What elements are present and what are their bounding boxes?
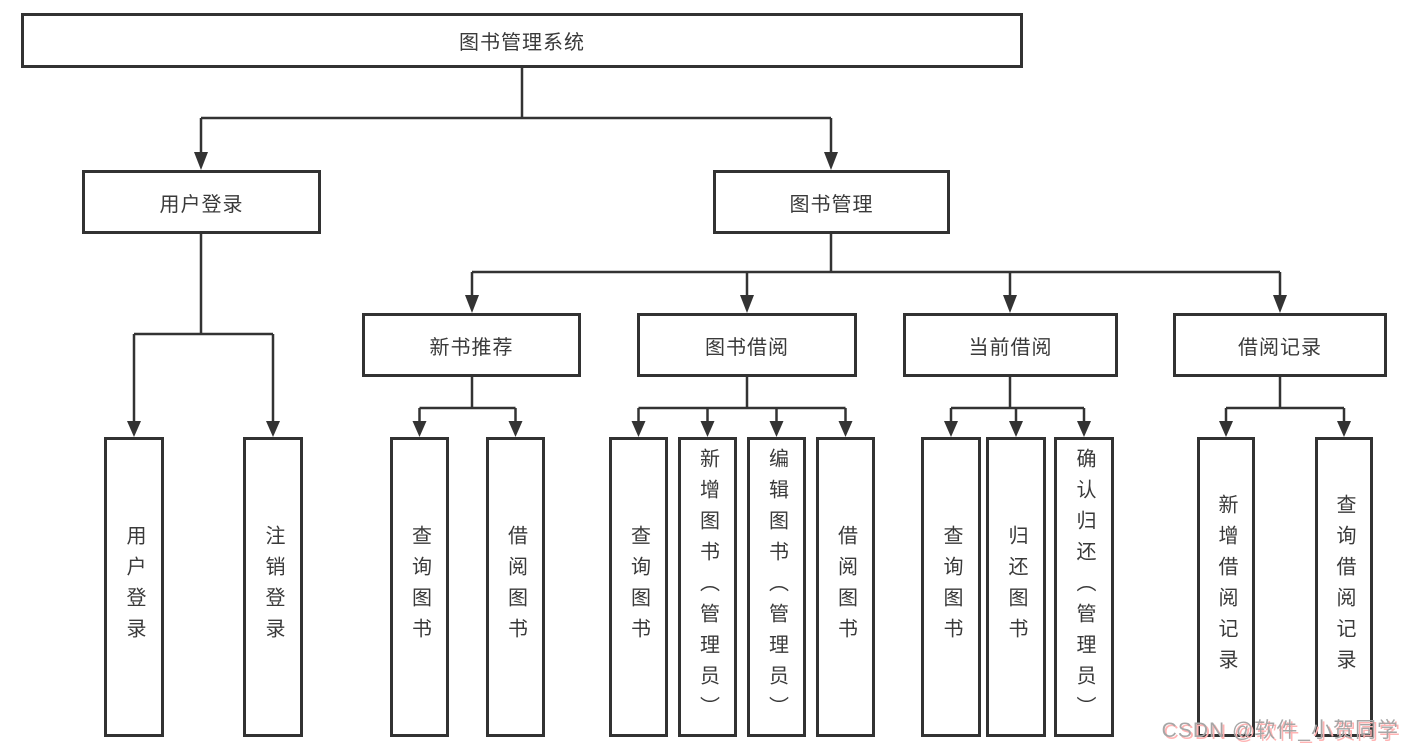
node-borrow-records-label: 借阅记录 <box>1238 336 1322 359</box>
edge-lines <box>132 68 1346 422</box>
node-book-management-label: 图书管理 <box>789 193 874 216</box>
node-leaf-borrow-books: 借阅图书 <box>816 437 875 737</box>
node-borrow-records: 借阅记录 <box>1173 313 1387 377</box>
node-user-login-label: 用户登录 <box>159 193 244 216</box>
node-leaf-borrow-books-recommend: 借阅图书 <box>486 437 545 737</box>
node-book-borrowing: 图书借阅 <box>637 313 857 377</box>
node-leaf-search-borrow-record-label: 查询借阅记录 <box>1333 494 1355 680</box>
node-new-book-recommendation-label: 新书推荐 <box>429 336 514 359</box>
node-new-book-recommendation: 新书推荐 <box>362 313 581 377</box>
node-root-label: 图书管理系统 <box>459 32 585 54</box>
node-leaf-edit-books-admin: 编辑图书（管理员） <box>747 437 806 737</box>
node-leaf-search-books-current-label: 查询图书 <box>940 525 962 649</box>
node-leaf-user-login-label: 用户登录 <box>123 525 145 649</box>
watermark: CSDN @软件_小贺同学 <box>1161 719 1399 742</box>
node-leaf-return-books-label: 归还图书 <box>1005 525 1027 649</box>
node-leaf-add-borrow-record-label: 新增借阅记录 <box>1215 494 1237 680</box>
node-leaf-edit-books-admin-label: 编辑图书（管理员） <box>765 447 788 727</box>
node-leaf-borrow-books-recommend-label: 借阅图书 <box>504 525 527 649</box>
node-book-borrowing-label: 图书借阅 <box>705 336 789 359</box>
node-current-borrowing-label: 当前借阅 <box>968 336 1053 359</box>
node-leaf-user-login: 用户登录 <box>104 437 164 737</box>
node-book-management: 图书管理 <box>713 170 950 234</box>
node-root: 图书管理系统 <box>21 13 1023 68</box>
node-user-login: 用户登录 <box>82 170 321 234</box>
node-leaf-logout-label: 注销登录 <box>262 525 284 649</box>
node-leaf-search-books-borrowing-label: 查询图书 <box>627 525 650 649</box>
node-current-borrowing: 当前借阅 <box>903 313 1118 377</box>
arrow-heads <box>127 152 1351 437</box>
node-leaf-add-books-admin: 新增图书（管理员） <box>678 437 737 737</box>
node-leaf-search-books-recommend: 查询图书 <box>390 437 449 737</box>
node-leaf-borrow-books-label: 借阅图书 <box>834 525 857 649</box>
node-leaf-search-books-current: 查询图书 <box>921 437 981 737</box>
node-leaf-search-books-borrowing: 查询图书 <box>609 437 668 737</box>
node-leaf-confirm-return-admin-label: 确认归还（管理员） <box>1073 447 1095 727</box>
node-leaf-search-books-recommend-label: 查询图书 <box>408 525 431 649</box>
node-leaf-confirm-return-admin: 确认归还（管理员） <box>1054 437 1114 737</box>
node-leaf-return-books: 归还图书 <box>986 437 1046 737</box>
node-leaf-logout: 注销登录 <box>243 437 303 737</box>
node-leaf-add-borrow-record: 新增借阅记录 <box>1197 437 1255 737</box>
node-leaf-add-books-admin-label: 新增图书（管理员） <box>696 447 719 727</box>
node-leaf-search-borrow-record: 查询借阅记录 <box>1315 437 1373 737</box>
